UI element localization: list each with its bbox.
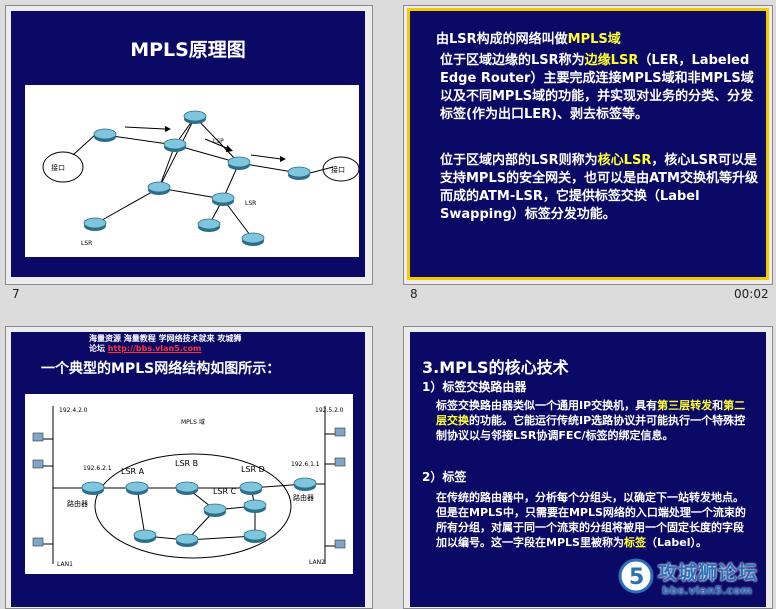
- ip-right-label: 192.6.1.1: [291, 461, 320, 468]
- mpls-network-diagram: 192.4.2.0 192.5.2.0 MPLS 域 192.6.2.1 192…: [25, 394, 353, 574]
- router-icons-2: [81, 477, 317, 547]
- section-2-body: 在传统的路由器中，分析每个分组头，以确定下一站转发地点。但是在MPLS中，只需要…: [436, 490, 750, 550]
- lsr-label-left: LSR: [81, 240, 92, 247]
- router-right-label: 路由器: [293, 493, 314, 502]
- s1-highlight-1: 第三层转发: [657, 399, 713, 412]
- s2-text-b: （Label）。: [645, 536, 707, 549]
- slide-10-title: 3.MPLS的核心技术: [422, 358, 569, 377]
- slide-number-7: 7: [12, 287, 20, 301]
- s1-highlight-2: 第二层交换: [436, 399, 746, 427]
- slide-8-timing: 00:02: [734, 287, 769, 301]
- lsr-d-label: LSR D: [241, 465, 265, 474]
- s1-text-mid: 和: [712, 399, 724, 412]
- lan2-label: LAN2: [309, 559, 325, 566]
- svg-text:5: 5: [629, 565, 644, 590]
- router-icons: [83, 110, 311, 246]
- forum-banner: 海量资源 海量教程 学网络技术就来 攻城狮 论坛 http://bbs.vlan…: [89, 334, 349, 354]
- s2-text-a: 在传统的路由器中，分析每个分组头，以确定下一站转发地点。但是在MPLS中，只需要…: [436, 491, 746, 549]
- slide-8-heading: 由LSR构成的网络叫做MPLS域: [436, 31, 756, 49]
- p1-highlight: 边缘LSR: [584, 53, 639, 68]
- watermark-brand: 攻城狮论坛: [658, 562, 759, 584]
- slide-thumb-10[interactable]: 3.MPLS的核心技术 1）标签交换路由器 标签交换路由器类似一个通用IP交换机…: [410, 332, 766, 607]
- slide-8-paragraph-2: 位于区域内部的LSR则称为核心LSR，核心LSR可以是支持MPLS的安全网关，也…: [440, 152, 762, 224]
- watermark-logo-icon: 5: [618, 558, 654, 594]
- slide-thumb-9[interactable]: 海量资源 海量教程 学网络技术就来 攻城狮 论坛 http://bbs.vlan…: [11, 332, 365, 607]
- net-right-label: 192.5.2.0: [315, 407, 344, 414]
- watermark-site: bbs.vlan5.com: [662, 584, 753, 597]
- pc-icons: [32, 427, 346, 549]
- heading-highlight: MPLS域: [567, 32, 621, 47]
- domain-label: MPLS 域: [181, 418, 205, 426]
- slide-8-paragraph-1: 位于区域边缘的LSR称为边缘LSR（LER，Labeled Edge Route…: [440, 52, 762, 124]
- lsr-a-label: LSR A: [121, 467, 145, 476]
- p2-highlight: 核心LSR: [597, 153, 652, 168]
- lan1-label: LAN1: [57, 561, 73, 568]
- port-left-label: 接口: [51, 163, 65, 172]
- ip-left-label: 192.6.2.1: [83, 465, 112, 472]
- slide-thumb-8[interactable]: 由LSR构成的网络叫做MPLS域 位于区域边缘的LSR称为边缘LSR（LER，L…: [407, 8, 769, 280]
- lsr-b-label: LSR B: [175, 459, 198, 468]
- section-2-heading: 2）标签: [422, 470, 467, 484]
- slide-9-subtitle: 一个典型的MPLS网络结构如图所示：: [41, 361, 281, 377]
- p1-text-b: （LER，Labeled Edge Router）主要完成连接MPLS域和非MP…: [440, 53, 754, 122]
- p2-text-b: ，核心LSR可以是支持MPLS的安全网关，也可以是由ATM交换机等升级而成的AT…: [440, 153, 758, 222]
- banner-line-1: 海量资源 海量教程 学网络技术就来 攻城狮: [89, 334, 242, 343]
- slide-thumb-7[interactable]: MPLS原理图: [11, 11, 365, 277]
- banner-line-2: 论坛 http://bbs.vlan5.com: [89, 344, 349, 354]
- lsr-label-right: LSR: [245, 200, 256, 207]
- site-watermark: 5 攻城狮论坛 bbs.vlan5.com: [618, 552, 774, 604]
- mpls-principle-diagram: 接口 接口 LSP LSR LSR: [25, 85, 360, 257]
- heading-prefix: 由LSR构成的网络叫做: [436, 32, 568, 47]
- router-left-label: 路由器: [67, 499, 88, 508]
- port-right-label: 接口: [331, 165, 345, 174]
- slide-7-title: MPLS原理图: [130, 39, 246, 61]
- mpls-network-svg: 192.4.2.0 192.5.2.0 MPLS 域 192.6.2.1 192…: [32, 406, 346, 568]
- p1-text-a: 位于区域边缘的LSR称为: [440, 53, 585, 68]
- lsr-c-label: LSR C: [213, 487, 237, 496]
- section-1-heading: 1）标签交换路由器: [422, 380, 527, 394]
- p2-text-a: 位于区域内部的LSR则称为: [440, 153, 598, 168]
- mpls-principle-svg: 接口 接口 LSP LSR LSR: [42, 110, 360, 247]
- slide-number-8: 8: [410, 287, 418, 301]
- s2-highlight: 标签: [623, 536, 646, 549]
- section-1-body: 标签交换路由器类似一个通用IP交换机，具有第三层转发和第二层交换的功能。它能运行…: [436, 398, 750, 443]
- banner-link[interactable]: http://bbs.vlan5.com: [107, 344, 202, 353]
- s1-text-b: 的功能。它能运行传统IP选路协议并可能执行一个特殊控制协议以与邻接LSR协调FE…: [436, 414, 746, 442]
- s1-text-a: 标签交换路由器类似一个通用IP交换机，具有: [436, 399, 658, 412]
- banner-prefix: 论坛: [89, 344, 108, 353]
- lsp-label: LSP: [213, 138, 224, 145]
- net-left-label: 192.4.2.0: [59, 407, 88, 414]
